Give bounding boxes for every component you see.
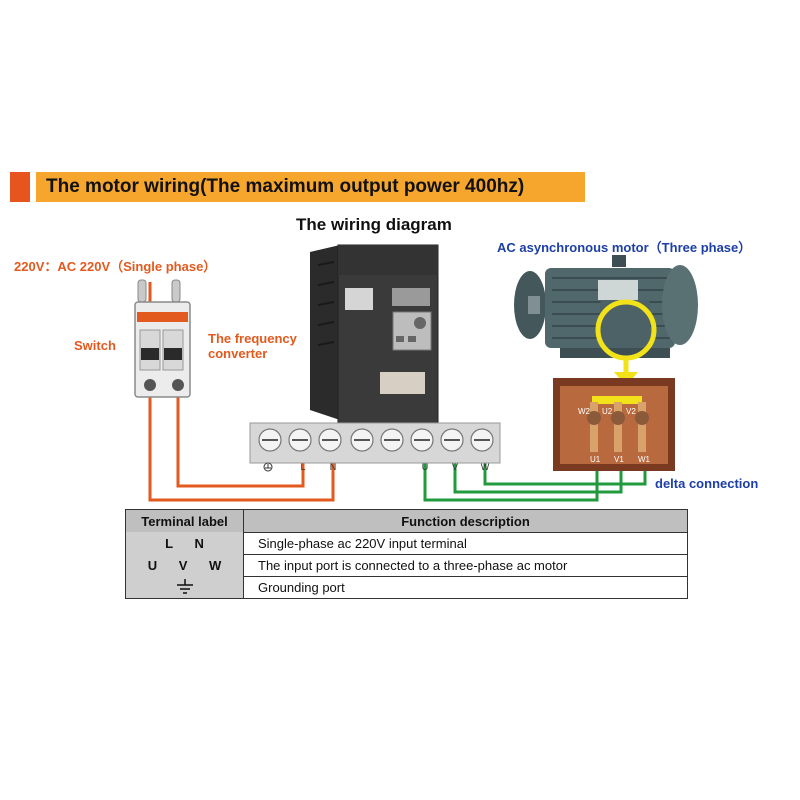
section-banner: The motor wiring(The maximum output powe…: [10, 172, 585, 202]
three-phase-motor: [514, 255, 698, 386]
motor-terminal-label-v1: V1: [614, 455, 624, 464]
circuit-breaker: [134, 279, 191, 398]
switch-label: Switch: [74, 338, 116, 353]
ground-terminal-icon: [263, 462, 273, 472]
row-terminal-label: [126, 576, 244, 598]
banner-bar: [36, 172, 585, 202]
frequency-converter: [310, 244, 439, 424]
row-terminal-label: L N: [126, 532, 244, 554]
motor-terminal-label-u2: U2: [602, 407, 613, 416]
table-row: L N Single-phase ac 220V input terminal: [126, 532, 687, 554]
banner-accent-square: [10, 172, 30, 202]
supply-label: 220V：AC 220V（Single phase）: [14, 259, 217, 274]
motor-terminal-box: W2 U2 V2 U1 V1 W1: [553, 378, 675, 471]
header-function-description: Function description: [401, 513, 530, 529]
terminal-label-u: U: [422, 462, 429, 472]
terminal-label-v: V: [452, 462, 458, 472]
row-description: The input port is connected to a three-p…: [258, 557, 568, 573]
terminal-label-w: W: [481, 462, 490, 472]
converter-label-line2: converter: [208, 346, 268, 361]
motor-terminal-label-u1: U1: [590, 455, 601, 464]
table-row: Grounding port: [126, 576, 687, 598]
terminal-label-n: N: [330, 462, 337, 472]
table-header: Terminal label Function description: [126, 510, 687, 532]
function-table: Terminal label Function description L N …: [125, 509, 688, 599]
row-description: Single-phase ac 220V input terminal: [258, 535, 467, 551]
terminal-strip: L N U V W: [249, 422, 501, 472]
header-terminal-label: Terminal label: [126, 510, 244, 532]
motor-terminal-label-w1: W1: [638, 455, 651, 464]
delta-connection-label: delta connection: [655, 476, 759, 491]
motor-terminal-label-v2: V2: [626, 407, 636, 416]
motor-wires: [423, 460, 647, 502]
converter-label-line1: The frequency: [208, 331, 297, 346]
motor-label: AC asynchronous motor（Three phase）: [497, 240, 752, 255]
banner-title: The motor wiring(The maximum output powe…: [46, 176, 525, 197]
diagram-title: The wiring diagram: [296, 215, 452, 234]
row-terminal-label: U V W: [126, 554, 244, 576]
motor-terminal-label-w2: W2: [578, 407, 591, 416]
table-row: U V W The input port is connected to a t…: [126, 554, 687, 576]
terminal-label-l: L: [300, 462, 305, 472]
row-description: Grounding port: [258, 579, 345, 595]
ground-symbol-icon: [176, 579, 193, 594]
